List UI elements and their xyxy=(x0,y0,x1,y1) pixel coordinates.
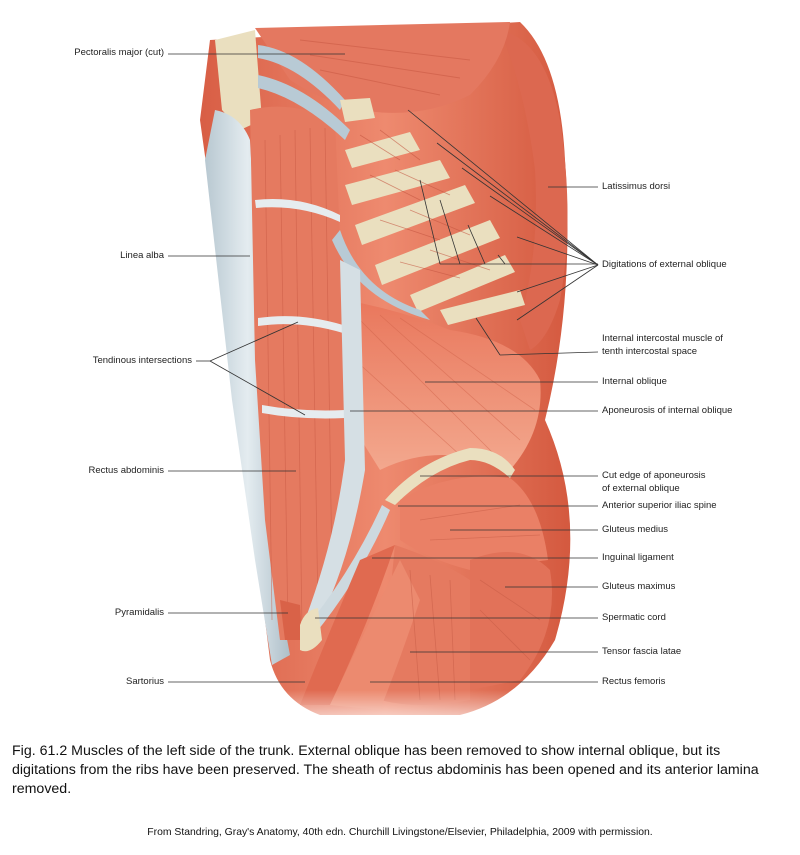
gluteus-medius xyxy=(400,476,548,570)
label-linea-alba: Linea alba xyxy=(120,250,164,261)
cut-edge-aponeurosis xyxy=(385,448,515,505)
inguinal-ligament xyxy=(300,505,390,640)
tendinous-intersection-1 xyxy=(255,199,340,222)
label-sartorius: Sartorius xyxy=(125,676,164,687)
label-internal-intercostal-2: tenth intercostal space xyxy=(602,346,698,357)
label-rectus-femoris: Rectus femoris xyxy=(602,676,666,687)
label-aponeurosis-internal-oblique: Aponeurosis of internal oblique xyxy=(602,405,733,416)
label-tendinous-intersections: Tendinous intersections xyxy=(92,355,192,366)
label-digitations-external-oblique: Digitations of external oblique xyxy=(602,259,727,270)
label-gluteus-medius: Gluteus medius xyxy=(602,524,669,535)
label-rectus-abdominis: Rectus abdominis xyxy=(88,465,164,476)
aponeurosis-internal-oblique xyxy=(305,260,365,620)
label-latissimus-dorsi: Latissimus dorsi xyxy=(602,181,671,192)
anatomy-illustration xyxy=(168,22,600,735)
figure-credit: From Standring, Gray's Anatomy, 40th edn… xyxy=(147,827,653,838)
label-internal-intercostal-1: Internal intercostal muscle of xyxy=(602,333,723,344)
sartorius-muscle xyxy=(300,545,395,705)
label-anterior-superior-iliac-spine: Anterior superior iliac spine xyxy=(602,500,717,511)
label-spermatic-cord: Spermatic cord xyxy=(602,612,666,623)
figure-caption: Fig. 61.2 Muscles of the left side of th… xyxy=(12,743,759,797)
label-pectoralis-major: Pectoralis major (cut) xyxy=(74,47,164,58)
label-cut-edge-2: of external oblique xyxy=(602,483,680,494)
label-tensor-fascia-latae: Tensor fascia latae xyxy=(602,646,682,657)
sternum-cartilage xyxy=(215,30,262,130)
latissimus-dorsi xyxy=(500,30,568,350)
rectus-femoris xyxy=(330,560,420,710)
pectoralis-major xyxy=(255,22,510,113)
label-pyramidalis: Pyramidalis xyxy=(114,607,164,618)
label-gluteus-maximus: Gluteus maximus xyxy=(602,581,676,592)
label-inguinal-ligament: Inguinal ligament xyxy=(602,552,674,563)
label-cut-edge-1: Cut edge of aponeurosis xyxy=(602,470,706,481)
spermatic-cord xyxy=(300,608,322,652)
pyramidalis-muscle xyxy=(280,600,302,640)
label-internal-oblique: Internal oblique xyxy=(602,376,667,387)
tendinous-intersection-3 xyxy=(262,405,345,419)
gluteus-maximus xyxy=(470,552,552,690)
tendinous-intersection-2 xyxy=(258,316,343,333)
leader-lines xyxy=(168,53,599,683)
